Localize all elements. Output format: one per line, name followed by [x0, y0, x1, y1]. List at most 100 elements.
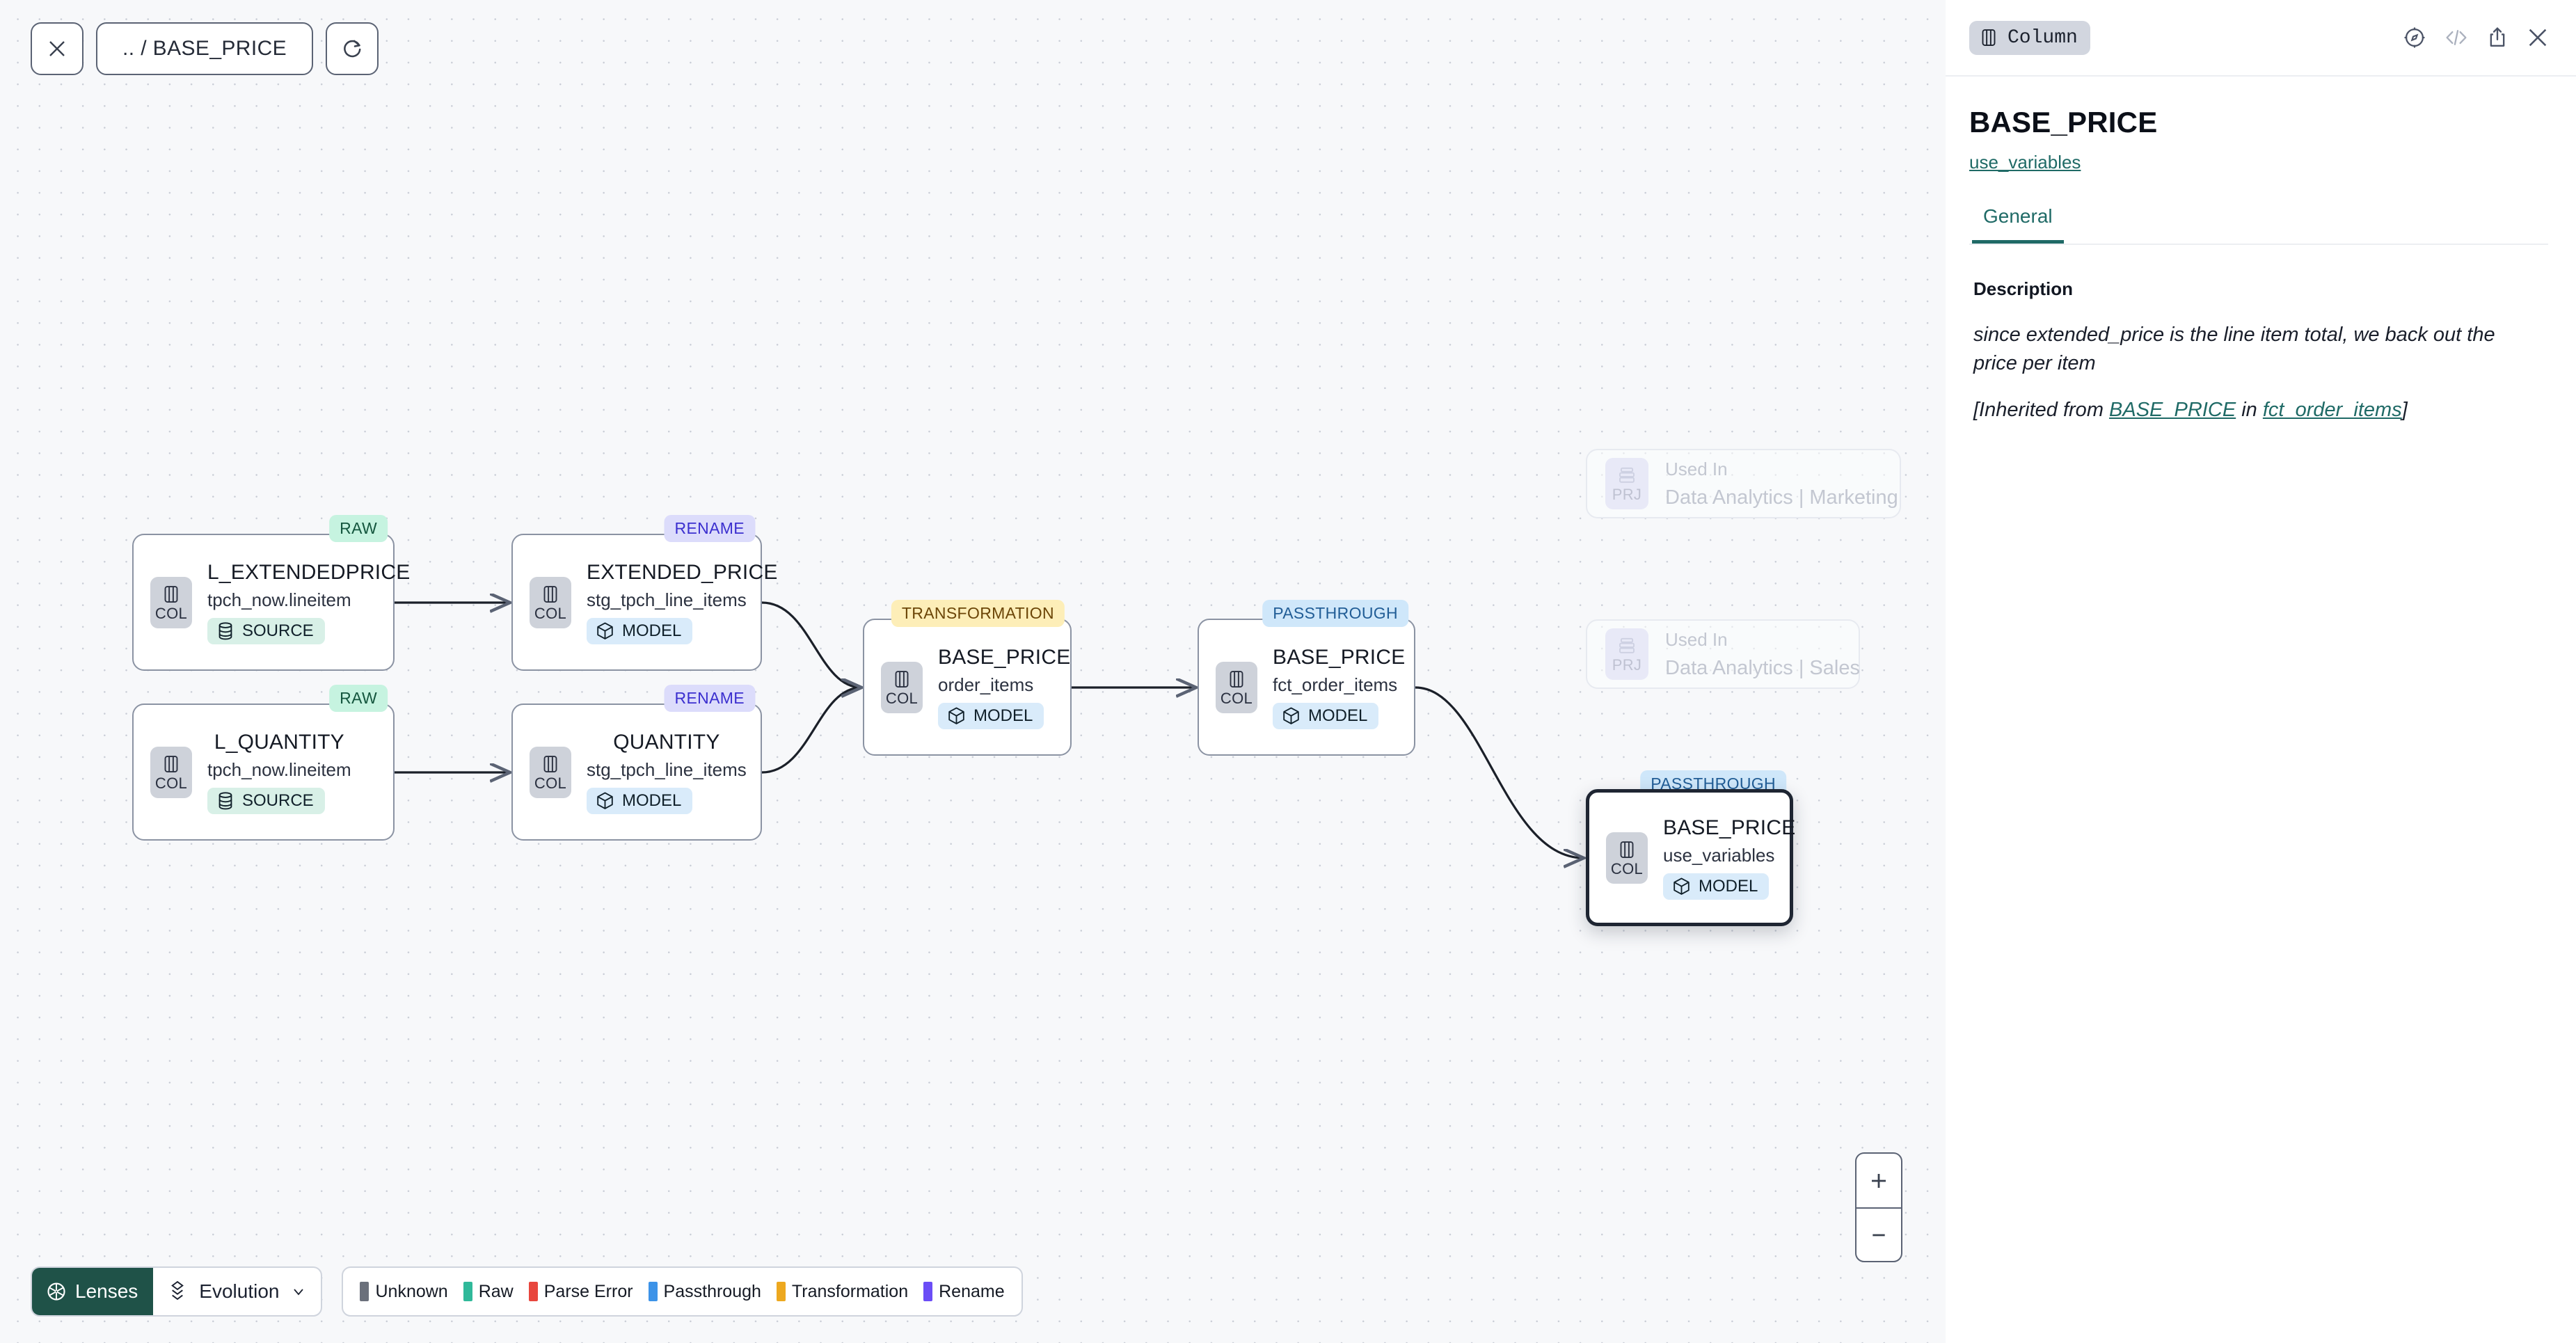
node-kind-label: MODEL: [622, 621, 682, 640]
used-in-name: Data Analytics | Sales: [1665, 656, 1860, 679]
node-title: L_EXTENDEDPRICE: [207, 560, 411, 584]
panel-tabs: General: [1969, 205, 2548, 245]
node-title: BASE_PRICE: [1663, 816, 1796, 839]
entity-type-badge[interactable]: Column: [1969, 20, 2090, 55]
panel-body: BASE_PRICE use_variables General: [1946, 77, 2576, 245]
cube-icon: [597, 622, 613, 639]
node-type-label: COL: [1220, 689, 1253, 707]
legend-item[interactable]: Passthrough: [648, 1282, 761, 1302]
inherited-suffix: ]: [2401, 399, 2408, 422]
column-icon: [1982, 29, 1996, 46]
legend-item[interactable]: Transformation: [776, 1282, 908, 1302]
plus-icon: [1872, 1173, 1886, 1188]
panel-header: Column: [1946, 0, 2576, 77]
node-kind-badge: MODEL: [1663, 873, 1770, 900]
legend-label: Raw: [478, 1281, 514, 1301]
entity-type-label: Column: [2007, 26, 2078, 49]
breadcrumb[interactable]: .. / BASE_PRICE: [96, 22, 314, 75]
node-title: QUANTITY: [613, 730, 720, 754]
zoom-controls: [1855, 1152, 1902, 1262]
used-in-label: Used In: [1665, 628, 1728, 650]
refresh-icon: [344, 40, 361, 58]
node-type-label: COL: [154, 774, 188, 792]
inherited-middle: in: [2236, 399, 2263, 422]
zoom-out-button[interactable]: [1857, 1207, 1901, 1261]
project-type-chip: PRJ: [1605, 458, 1648, 509]
node-kind-label: MODEL: [1308, 706, 1368, 725]
lens-legend: Unknown Raw Parse Error Passthrough Transfor…: [342, 1266, 1023, 1317]
evolution-dropdown[interactable]: Evolution: [153, 1268, 321, 1315]
node-type-label: COL: [534, 604, 567, 622]
zoom-in-button[interactable]: [1857, 1154, 1901, 1207]
used-in-card[interactable]: PRJ Used In Data Analytics | Sales: [1586, 619, 1860, 689]
column-icon: [895, 670, 909, 688]
legend-swatch: [463, 1282, 472, 1301]
canvas-toolbar: .. / BASE_PRICE: [31, 22, 379, 75]
evolution-label: Evolution: [199, 1280, 280, 1302]
legend-swatch: [360, 1282, 369, 1301]
legend-item[interactable]: Raw: [463, 1282, 514, 1302]
node-type-label: COL: [1610, 859, 1644, 877]
node-type-label: COL: [534, 774, 567, 792]
inherited-column-link[interactable]: BASE_PRICE: [2109, 399, 2236, 422]
lenses-label: Lenses: [75, 1280, 138, 1302]
lens-tag-transformation: TRANSFORMATION: [891, 600, 1065, 627]
description-text: since extended_price is the line item to…: [1973, 324, 2495, 375]
node-title: BASE_PRICE: [938, 645, 1071, 669]
lens-tag-rename: RENAME: [664, 515, 755, 542]
legend-swatch: [923, 1282, 933, 1301]
close-icon[interactable]: [2526, 26, 2550, 49]
legend-swatch: [776, 1282, 786, 1301]
column-icon: [543, 755, 557, 772]
node-kind-label: SOURCE: [242, 790, 314, 810]
legend-item[interactable]: Rename: [923, 1282, 1005, 1302]
node-subtitle: stg_tpch_line_items: [587, 758, 747, 780]
inherited-model-link[interactable]: fct_order_items: [2262, 399, 2402, 422]
legend-item[interactable]: Unknown: [360, 1281, 448, 1302]
node-type-label: COL: [885, 689, 919, 707]
project-icon: [1619, 637, 1635, 653]
code-icon[interactable]: [2444, 26, 2469, 49]
column-icon: [543, 585, 557, 603]
database-icon: [218, 621, 232, 639]
layers-icon: [171, 1280, 184, 1301]
node-subtitle: tpch_now.lineitem: [207, 589, 351, 610]
inherited-note: [Inherited from BASE_PRICE in fct_order_…: [1973, 396, 2544, 424]
legend-label: Unknown: [375, 1281, 448, 1301]
minus-icon: [1873, 1234, 1885, 1236]
node-kind-badge: MODEL: [1273, 702, 1379, 729]
share-icon[interactable]: [2486, 26, 2509, 49]
node-type-chip: COL: [1216, 661, 1257, 713]
compass-icon[interactable]: [2403, 26, 2426, 49]
lineage-canvas[interactable]: .. / BASE_PRICE PRJ Used In Data Analytics…: [0, 0, 1946, 1343]
node-type-chip: COL: [150, 576, 192, 628]
node-kind-badge: SOURCE: [207, 787, 325, 814]
node-kind-badge: MODEL: [938, 702, 1044, 729]
legend-item[interactable]: Parse Error: [528, 1282, 633, 1302]
project-type-label: PRJ: [1612, 655, 1642, 674]
aperture-icon: [47, 1282, 65, 1301]
refresh-button[interactable]: [326, 22, 379, 75]
node-type-chip: COL: [150, 746, 192, 798]
legend-swatch: [528, 1282, 538, 1301]
lens-tag-passthrough: PASSTHROUGH: [1262, 600, 1408, 627]
close-graph-button[interactable]: [31, 22, 84, 75]
node-kind-badge: SOURCE: [207, 617, 325, 644]
node-subtitle: order_items: [938, 674, 1034, 695]
used-in-label: Used In: [1665, 458, 1728, 479]
node-kind-label: SOURCE: [242, 621, 314, 640]
lenses-button[interactable]: Lenses: [32, 1268, 154, 1315]
tab-general[interactable]: General: [1972, 205, 2064, 244]
model-link[interactable]: use_variables: [1969, 152, 2081, 173]
node-kind-label: MODEL: [622, 790, 682, 810]
cube-icon: [948, 707, 964, 724]
node-type-chip: COL: [881, 661, 923, 713]
